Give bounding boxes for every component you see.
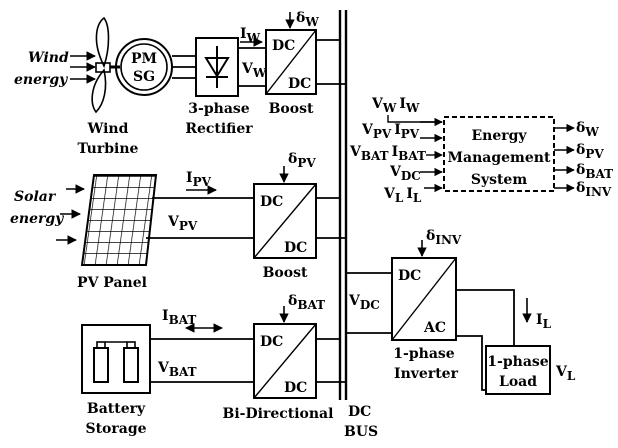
bat-current-label: IBAT — [162, 308, 196, 327]
battery-storage-block: Battery Storage — [81, 324, 151, 437]
load-block: 1-phase Load — [485, 345, 551, 395]
bat-voltage-label: VBAT — [157, 360, 197, 379]
ems-line1: Energy — [471, 128, 527, 144]
bidirectional-bottom: DC — [284, 380, 307, 396]
pv-boost-caption: Boost — [263, 265, 308, 281]
wind-energy-line1: Wind — [28, 50, 69, 66]
ems-output-2: δBAT — [576, 162, 613, 181]
rectifier-to-boost-lines — [238, 47, 266, 87]
ems-line2: Management — [448, 150, 551, 166]
inverter-line1: 1-phase — [393, 346, 454, 362]
load-line1: 1-phase — [487, 354, 548, 370]
dc-bus-voltage-label: VDC — [348, 293, 380, 312]
wind-voltage-label: VW — [241, 61, 267, 80]
pv-current-label: IPV — [186, 170, 212, 189]
ems-block: Energy Management System — [443, 116, 555, 192]
inv-duty-label: δINV — [426, 228, 462, 247]
pv-boost-converter: DC DC Boost — [253, 183, 317, 281]
wind-boost-caption: Boost — [269, 101, 314, 117]
pv-duty-label: δPV — [288, 151, 316, 170]
pv-panel-icon — [80, 174, 158, 266]
rectifier-line1: 3-phase — [188, 101, 249, 117]
dc-bus-line1: DC — [348, 404, 371, 420]
rectifier-line2: Rectifier — [185, 121, 253, 137]
ems-outputs: δW δPV δBAT δINV — [554, 120, 613, 199]
pv-boost-to-bus — [316, 197, 346, 239]
ems-output-3: δINV — [576, 180, 612, 199]
dc-bus — [338, 10, 348, 400]
pv-voltage-label: VPV — [167, 214, 198, 233]
bidirectional-converter: DC DC Bi-Directional — [223, 323, 334, 422]
ems-input-3: VDC — [389, 164, 421, 183]
wind-energy-label: Wind energy — [14, 50, 69, 88]
pv-boost-top: DC — [260, 194, 283, 210]
wind-turbine-icon — [91, 16, 120, 114]
inverter-top: DC — [398, 268, 421, 284]
battery-lines — [150, 338, 254, 383]
pm-sg-generator: PM SG — [115, 38, 173, 96]
load-line2: Load — [499, 374, 537, 390]
wind-boost-bottom: DC — [288, 76, 311, 92]
dc-bus-line2: BUS — [344, 424, 378, 440]
ems-output-1: δPV — [576, 142, 604, 161]
wind-boost-converter: DC DC Boost — [265, 29, 317, 117]
inverter-block: DC AC 1-phase Inverter — [391, 257, 459, 382]
bat-duty-label: δBAT — [288, 293, 325, 312]
battery-line1: Battery — [87, 401, 146, 417]
inverter-to-load — [456, 289, 515, 391]
ems-output-0: δW — [576, 120, 599, 139]
wind-arrows — [70, 51, 96, 84]
wind-turbine-line1: Wind — [87, 121, 129, 137]
bidirectional-top: DC — [260, 334, 283, 350]
generator-line2: SG — [133, 69, 155, 85]
inverter-line2: Inverter — [394, 366, 459, 382]
wind-turbine-label: Wind Turbine — [78, 121, 139, 157]
pv-panel-caption: PV Panel — [77, 275, 147, 291]
wind-turbine-line2: Turbine — [78, 141, 139, 157]
bidirectional-caption: Bi-Directional — [223, 406, 334, 422]
load-voltage-label: VL — [555, 364, 576, 383]
solar-energy-label: Solar energy — [10, 189, 64, 227]
wind-duty-label: δW — [296, 10, 319, 29]
three-phase-lines — [172, 55, 196, 79]
solar-energy-line2: energy — [10, 211, 64, 227]
bus-to-inverter — [346, 272, 392, 334]
ems-line3: System — [471, 172, 528, 188]
wind-energy-line2: energy — [14, 72, 68, 88]
pv-boost-bottom: DC — [284, 240, 307, 256]
wind-boost-to-bus — [316, 39, 346, 85]
battery-line2: Storage — [85, 421, 146, 437]
load-current-label: IL — [536, 312, 552, 331]
rectifier-block: 3-phase Rectifier — [185, 37, 253, 137]
pv-lines — [146, 197, 254, 239]
solar-arrows — [56, 184, 85, 245]
generator-line1: PM — [131, 51, 157, 67]
bidirectional-to-bus — [316, 338, 346, 383]
solar-energy-line1: Solar — [14, 189, 57, 205]
inverter-bottom: AC — [423, 320, 446, 336]
wind-boost-top: DC — [272, 38, 295, 54]
